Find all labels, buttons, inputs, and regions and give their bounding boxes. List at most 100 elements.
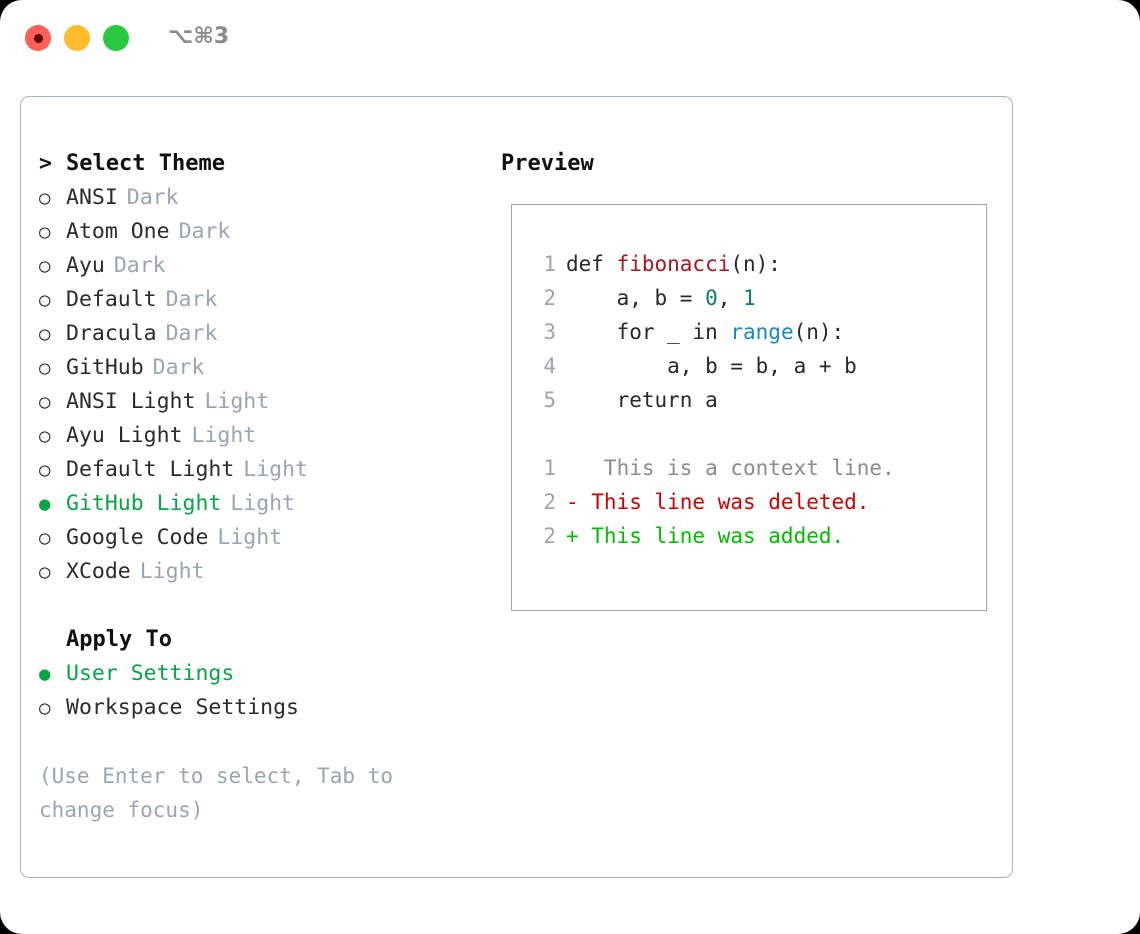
theme-name: Dracula [66,321,157,346]
apply-to-name: Workspace Settings [66,695,299,720]
theme-list-item[interactable]: ○ Default Light Light [39,453,479,487]
line-number: 1 [543,252,556,276]
radio-unselected-icon[interactable]: ○ [39,697,51,719]
minimize-icon[interactable] [64,25,90,51]
caret-icon: > [39,151,52,176]
code-token: a, b = b, a + b [566,354,857,378]
theme-list-item[interactable]: ○ Atom One Dark [39,215,479,249]
traffic-light-buttons [25,25,129,51]
theme-name: GitHub [66,355,144,380]
theme-name: XCode [66,559,131,584]
theme-list-item[interactable]: ○ Dracula Dark [39,317,479,351]
radio-unselected-icon[interactable]: ○ [39,459,51,481]
theme-name: Google Code [66,525,209,550]
apply-to-item[interactable]: ○ Workspace Settings [39,691,479,725]
theme-mode-badge: Light [204,389,270,414]
code-token: 1 [743,286,756,310]
code-line: 2 a, b = 0, 1 [534,281,895,315]
title-bar: ⌥⌘3 [0,0,1140,78]
apply-to-header: Apply To [39,623,479,657]
radio-unselected-icon[interactable]: ○ [39,289,51,311]
hint-line-2: change focus) [39,798,204,822]
theme-list-item[interactable]: ○ ANSI Dark [39,181,479,215]
radio-unselected-icon[interactable]: ○ [39,527,51,549]
maximize-icon[interactable] [103,25,129,51]
theme-name: ANSI Light [66,389,196,414]
diff-text: This is a context line. [566,456,895,480]
keyboard-shortcut-label: ⌥⌘3 [168,24,230,49]
theme-list-item[interactable]: ○ Ayu Dark [39,249,479,283]
radio-unselected-icon[interactable]: ○ [39,187,51,209]
line-number: 3 [543,320,556,344]
code-token: fibonacci [616,252,731,276]
apply-to-list: ● User Settings ○ Workspace Settings [39,657,479,725]
theme-list-item[interactable]: ○ Ayu Light Light [39,419,479,453]
theme-name: Atom One [66,219,170,244]
line-number: 2 [543,286,556,310]
radio-unselected-icon[interactable]: ○ [39,323,51,345]
line-number: 5 [543,388,556,412]
radio-selected-icon[interactable]: ● [39,663,51,685]
theme-name: Ayu Light [66,423,183,448]
code-token: def [566,252,617,276]
code-line: 3 for _ in range(n): [534,315,895,349]
apply-to-item[interactable]: ● User Settings [39,657,479,691]
theme-mode-badge: Dark [178,219,231,244]
code-token: range [730,320,794,344]
theme-list-item[interactable]: ○ Google Code Light [39,521,479,555]
theme-name: Ayu [66,253,105,278]
theme-mode-badge: Dark [165,321,218,346]
radio-unselected-icon[interactable]: ○ [39,425,51,447]
line-number: 4 [543,354,556,378]
keyboard-hint: (Use Enter to select, Tab to change focu… [39,759,439,827]
code-token: for _ in [566,320,731,344]
theme-list-item[interactable]: ○ Default Dark [39,283,479,317]
diff-line: 1 This is a context line. [534,451,895,485]
hint-line-1: (Use Enter to select, Tab to [39,764,394,788]
radio-unselected-icon[interactable]: ○ [39,255,51,277]
radio-unselected-icon[interactable]: ○ [39,561,51,583]
line-number: 2 [543,490,556,514]
theme-mode-badge: Light [230,491,296,516]
theme-mode-badge: Light [191,423,257,448]
section-title: Apply To [66,627,172,652]
radio-selected-icon[interactable]: ● [39,493,51,515]
code-line: 5 return a [534,383,895,417]
radio-unselected-icon[interactable]: ○ [39,391,51,413]
theme-mode-badge: Light [217,525,283,550]
theme-list-item[interactable]: ○ ANSI Light Light [39,385,479,419]
theme-name: Default [66,287,157,312]
code-line: 4 a, b = b, a + b [534,349,895,383]
preview-column: Preview [501,147,1001,181]
code-blank-line [534,417,895,451]
theme-mode-badge: Dark [126,185,179,210]
theme-picker-header: > Select Theme [39,147,479,181]
section-title: Select Theme [66,151,225,176]
diff-text: + This line was added. [566,524,845,548]
code-token: (n): [793,320,845,344]
theme-mode-badge: Dark [113,253,166,278]
radio-unselected-icon[interactable]: ○ [39,221,51,243]
line-number: 1 [543,456,556,480]
list-spacer [39,589,479,623]
theme-name: ANSI [66,185,118,210]
close-icon[interactable] [25,25,51,51]
theme-mode-badge: Dark [165,287,218,312]
code-token: 0 [705,286,718,310]
theme-name: Default Light [66,457,235,482]
radio-unselected-icon[interactable]: ○ [39,357,51,379]
code-token: , [717,286,744,310]
theme-mode-badge: Light [243,457,309,482]
code-token: return a [566,388,718,412]
line-number: 2 [543,524,556,548]
apply-to-name: User Settings [66,661,235,686]
code-token: a, b = [566,286,706,310]
